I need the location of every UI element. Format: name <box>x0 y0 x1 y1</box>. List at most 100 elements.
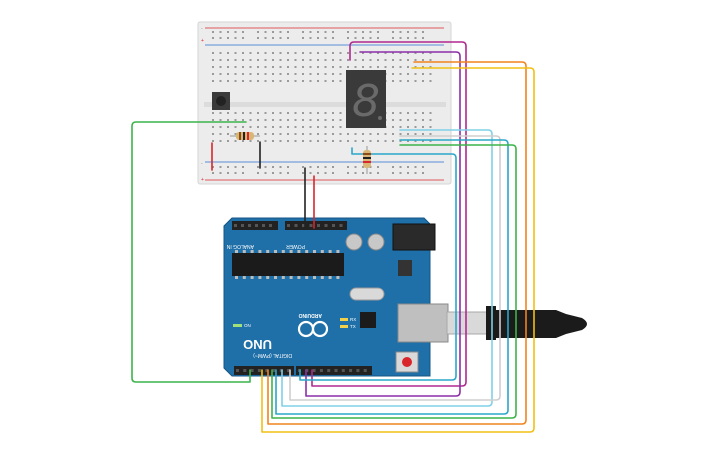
breadboard-hole[interactable] <box>234 73 237 75</box>
breadboard-hole[interactable] <box>339 52 342 54</box>
breadboard-hole[interactable] <box>287 112 289 114</box>
breadboard-hole[interactable] <box>227 80 229 82</box>
breadboard-hole[interactable] <box>234 37 237 39</box>
header-pin[interactable] <box>334 369 338 372</box>
header-pin[interactable] <box>312 369 316 372</box>
breadboard-hole[interactable] <box>257 140 259 142</box>
breadboard-hole[interactable] <box>219 172 222 174</box>
breadboard-hole[interactable] <box>362 140 364 142</box>
breadboard-hole[interactable] <box>212 119 214 121</box>
breadboard-hole[interactable] <box>369 66 372 68</box>
breadboard-hole[interactable] <box>302 112 304 114</box>
header-pin[interactable] <box>302 224 305 227</box>
breadboard-hole[interactable] <box>317 52 319 54</box>
breadboard-hole[interactable] <box>407 133 409 135</box>
breadboard-hole[interactable] <box>272 112 274 114</box>
breadboard-hole[interactable] <box>324 172 327 174</box>
breadboard-hole[interactable] <box>279 140 282 142</box>
breadboard-hole[interactable] <box>324 133 327 135</box>
breadboard-hole[interactable] <box>317 119 319 121</box>
breadboard-hole[interactable] <box>212 66 214 68</box>
breadboard-hole[interactable] <box>264 73 267 75</box>
breadboard-hole[interactable] <box>227 140 229 142</box>
header-pin[interactable] <box>356 369 360 372</box>
breadboard-hole[interactable] <box>212 52 214 54</box>
breadboard-hole[interactable] <box>249 119 252 121</box>
breadboard-hole[interactable] <box>317 133 319 135</box>
header-pin[interactable] <box>265 369 269 372</box>
breadboard-hole[interactable] <box>302 52 304 54</box>
breadboard-hole[interactable] <box>294 66 297 68</box>
breadboard-hole[interactable] <box>279 37 282 39</box>
breadboard-hole[interactable] <box>422 166 424 168</box>
breadboard-hole[interactable] <box>272 172 274 174</box>
breadboard-hole[interactable] <box>377 166 379 168</box>
pushbutton-cap[interactable] <box>216 96 226 106</box>
breadboard-hole[interactable] <box>339 80 342 82</box>
breadboard-hole[interactable] <box>377 133 379 135</box>
breadboard-hole[interactable] <box>399 73 402 75</box>
breadboard-hole[interactable] <box>242 73 244 75</box>
pushbutton[interactable] <box>212 92 230 110</box>
breadboard-hole[interactable] <box>362 166 364 168</box>
breadboard-hole[interactable] <box>347 66 349 68</box>
breadboard-hole[interactable] <box>407 52 409 54</box>
breadboard-hole[interactable] <box>242 31 244 33</box>
breadboard-hole[interactable] <box>287 140 289 142</box>
breadboard-hole[interactable] <box>429 52 432 54</box>
breadboard-hole[interactable] <box>257 133 259 135</box>
breadboard-hole[interactable] <box>399 172 402 174</box>
breadboard-hole[interactable] <box>392 166 394 168</box>
breadboard-hole[interactable] <box>227 66 229 68</box>
breadboard-hole[interactable] <box>249 112 252 114</box>
breadboard-hole[interactable] <box>294 112 297 114</box>
breadboard-hole[interactable] <box>264 31 267 33</box>
breadboard-hole[interactable] <box>324 31 327 33</box>
breadboard-hole[interactable] <box>407 31 409 33</box>
breadboard-hole[interactable] <box>279 119 282 121</box>
breadboard-hole[interactable] <box>309 166 312 168</box>
breadboard-hole[interactable] <box>422 52 424 54</box>
breadboard-hole[interactable] <box>272 37 274 39</box>
breadboard-hole[interactable] <box>272 133 274 135</box>
breadboard-hole[interactable] <box>422 59 424 61</box>
breadboard-hole[interactable] <box>347 140 349 142</box>
breadboard-hole[interactable] <box>309 37 312 39</box>
breadboard-hole[interactable] <box>242 126 244 128</box>
breadboard-hole[interactable] <box>227 172 229 174</box>
breadboard-hole[interactable] <box>272 119 274 121</box>
breadboard-hole[interactable] <box>264 133 267 135</box>
breadboard-hole[interactable] <box>302 73 304 75</box>
breadboard-hole[interactable] <box>279 52 282 54</box>
header-pin[interactable] <box>324 224 328 227</box>
breadboard-hole[interactable] <box>287 172 289 174</box>
breadboard-hole[interactable] <box>242 80 244 82</box>
header-pin[interactable] <box>294 224 298 227</box>
header-pin[interactable] <box>363 369 367 372</box>
breadboard-hole[interactable] <box>249 140 252 142</box>
breadboard-hole[interactable] <box>309 59 312 61</box>
breadboard-hole[interactable] <box>242 66 244 68</box>
breadboard-hole[interactable] <box>257 172 259 174</box>
breadboard-hole[interactable] <box>392 73 394 75</box>
breadboard-hole[interactable] <box>287 59 289 61</box>
breadboard-hole[interactable] <box>377 37 379 39</box>
breadboard-hole[interactable] <box>302 133 304 135</box>
breadboard-hole[interactable] <box>227 37 229 39</box>
breadboard-hole[interactable] <box>377 59 379 61</box>
header-pin[interactable] <box>262 224 265 227</box>
breadboard-hole[interactable] <box>339 73 342 75</box>
breadboard-hole[interactable] <box>339 112 342 114</box>
breadboard-hole[interactable] <box>212 112 214 114</box>
breadboard-hole[interactable] <box>414 126 417 128</box>
breadboard-hole[interactable] <box>287 52 289 54</box>
breadboard-hole[interactable] <box>332 31 334 33</box>
breadboard-hole[interactable] <box>407 172 409 174</box>
breadboard-hole[interactable] <box>219 133 222 135</box>
header-pin[interactable] <box>341 369 345 372</box>
breadboard-hole[interactable] <box>332 133 334 135</box>
breadboard-hole[interactable] <box>407 66 409 68</box>
breadboard-hole[interactable] <box>287 66 289 68</box>
breadboard-hole[interactable] <box>407 140 409 142</box>
breadboard-hole[interactable] <box>399 80 402 82</box>
